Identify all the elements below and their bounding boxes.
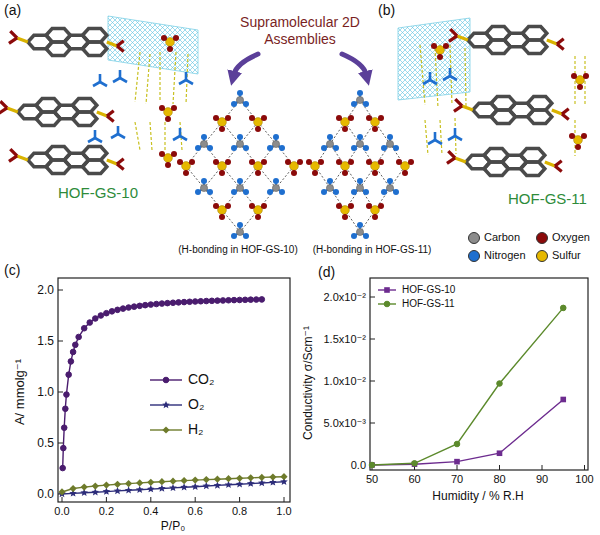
hof-gs-10-structure — [0, 16, 198, 174]
assembly-arrows — [234, 54, 366, 74]
atom-swatch — [536, 250, 548, 262]
tick-label: 100 — [575, 473, 593, 486]
legend-text: Sulfur — [552, 249, 581, 262]
panel-label: (b) — [378, 2, 395, 19]
atom-swatch — [468, 232, 480, 244]
lattice-caption: (H-bonding in HOF-GS-10) — [178, 244, 297, 256]
tick-label: 60 — [408, 473, 420, 486]
hof-gs-11-structure — [398, 18, 589, 176]
conductivity-chart — [369, 278, 588, 470]
structure-name: HOF-GS-10 — [58, 184, 138, 202]
tick-label: 1.0 — [37, 385, 54, 399]
panel-label: (a) — [4, 2, 21, 19]
hbond-lattice-10 — [177, 90, 303, 239]
legend-text: Carbon — [484, 231, 520, 244]
tick-label: 0.0 — [54, 505, 69, 518]
structure-name: HOF-GS-11 — [508, 190, 587, 208]
atom-swatch — [468, 250, 480, 262]
legend-text: O₂ — [188, 396, 204, 413]
panel-label: (d) — [318, 264, 335, 281]
legend-text: Oxygen — [552, 231, 590, 244]
atom-swatch — [536, 232, 548, 244]
tick-label: 0.0 — [351, 459, 366, 472]
tick-label: 5.0x10⁻³ — [324, 417, 367, 430]
tick-label: 0.6 — [188, 505, 203, 518]
tick-label: 2.0x10⁻² — [324, 291, 367, 304]
legend-samples — [150, 287, 396, 433]
tick-label: 1.0 — [276, 505, 291, 518]
tick-label: 0.0 — [37, 487, 54, 501]
tick-label: 2.0 — [37, 283, 54, 297]
tick-label: 1.5 — [37, 334, 54, 348]
tick-label: 50 — [366, 473, 378, 486]
tick-label: 80 — [493, 473, 505, 486]
legend-text: Nitrogen — [484, 249, 526, 262]
axis-title: Humidity / % R.H — [432, 489, 523, 503]
tick-label: 0.8 — [232, 505, 247, 518]
axis-title: Conductivity σ/Scm⁻¹ — [301, 326, 315, 440]
tick-label: 0.4 — [143, 505, 158, 518]
legend-text: HOF-GS-11 — [402, 298, 455, 310]
axis-title: A/ mmolg⁻¹ — [12, 359, 28, 425]
legend-text: H₂ — [188, 421, 204, 438]
sorption-chart — [58, 278, 290, 502]
tick-label: 1.0x10⁻² — [324, 375, 367, 388]
assembly-title: Supramolecular 2D Assemblies — [235, 14, 365, 48]
hbond-lattice-11 — [306, 90, 414, 239]
axis-title: P/P₀ — [161, 519, 185, 533]
legend-text: HOF-GS-10 — [402, 284, 455, 296]
panel-label: (c) — [4, 262, 20, 279]
legend-text: CO₂ — [188, 371, 214, 388]
tick-label: 0.2 — [99, 505, 114, 518]
tick-label: 90 — [536, 473, 548, 486]
lattice-caption: (H-bonding in HOF-GS-11) — [313, 244, 432, 256]
tick-label: 1.5x10⁻² — [324, 333, 367, 346]
tick-label: 70 — [451, 473, 463, 486]
tick-label: 0.5 — [37, 436, 54, 450]
